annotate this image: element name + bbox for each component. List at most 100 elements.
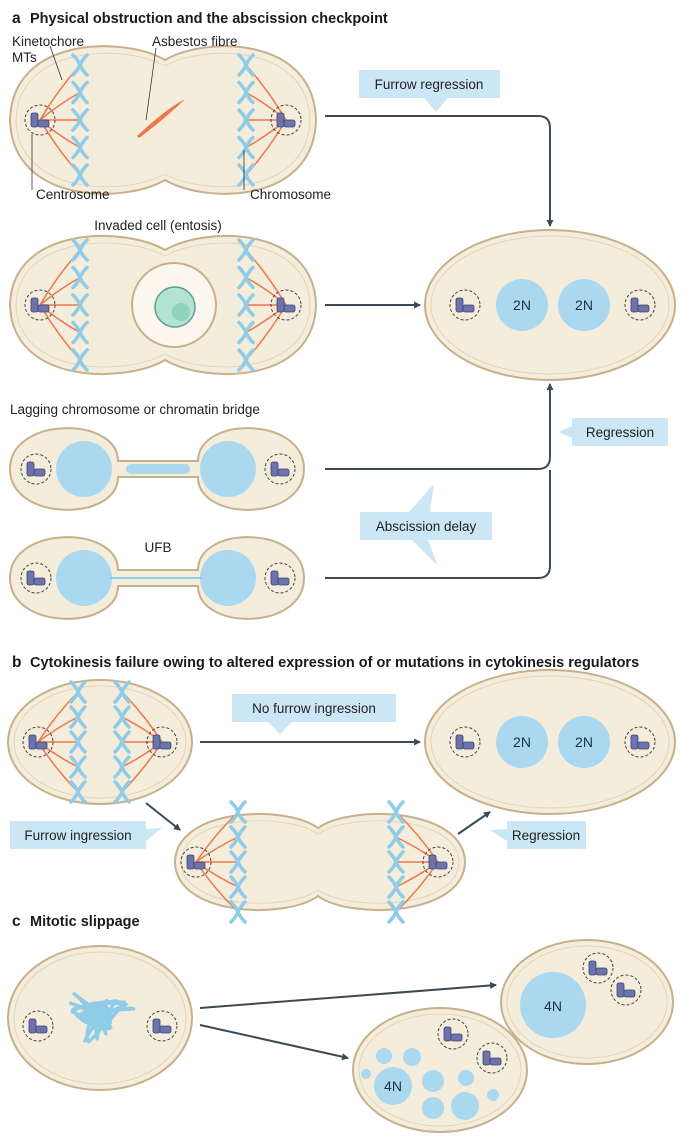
chromosome <box>69 780 87 804</box>
centrosome-right <box>264 453 296 485</box>
condensed-chromosome-mass <box>69 992 136 1044</box>
chromosome <box>229 900 247 924</box>
microtubule <box>39 91 81 121</box>
centriole <box>462 304 475 313</box>
daughter-nucleus-right <box>200 550 256 606</box>
cell-outline-inner <box>506 945 668 1059</box>
centrosome-top <box>437 1018 469 1050</box>
centrosome-halo <box>437 1018 469 1050</box>
ploidy-label: 2N <box>575 734 593 750</box>
centrosome-halo <box>624 726 656 758</box>
panel-c-title: Mitotic slippage <box>30 914 140 930</box>
centrosome-halo <box>180 846 212 878</box>
microtubule <box>39 276 81 306</box>
centriole <box>588 960 597 976</box>
chromosome <box>237 80 255 105</box>
centriole <box>159 741 172 750</box>
chromosome <box>237 293 255 317</box>
chromosome <box>387 800 405 824</box>
cell-outline-inner <box>430 675 670 809</box>
centriole <box>30 112 39 128</box>
chromosome <box>237 53 255 77</box>
centrosome-bottom <box>476 1042 508 1074</box>
chromosome <box>69 705 87 729</box>
chromosome <box>229 800 247 824</box>
centriole <box>30 297 39 313</box>
mitotic-cell-b <box>7 679 193 805</box>
arrow-furrow-regression <box>325 115 554 228</box>
panel-b-letter: b <box>12 654 21 671</box>
chromosome <box>69 730 87 754</box>
centriole <box>26 570 35 586</box>
chromosome <box>71 80 89 105</box>
microtubule <box>37 716 79 743</box>
centrosome-halo <box>146 726 178 758</box>
centriole <box>489 1057 502 1066</box>
callout-regression-b: Regression <box>490 821 586 849</box>
arrow-lagging <box>325 382 554 470</box>
centriole <box>276 297 285 313</box>
centriole <box>277 468 290 477</box>
centrosome-halo <box>24 104 56 136</box>
chromosome <box>113 780 131 804</box>
chromosome <box>237 238 255 262</box>
spindle-right <box>237 238 302 372</box>
chromosome-strand <box>72 992 105 1018</box>
daughter-nucleus-left <box>56 441 112 497</box>
centrosome-right <box>624 289 656 321</box>
chromatin-bridge <box>126 464 190 474</box>
callout-text: Regression <box>586 425 654 440</box>
micronucleus <box>422 1097 444 1119</box>
callout-text: Furrow ingression <box>24 828 131 843</box>
centrosome-halo <box>20 453 52 485</box>
callout-furrow-ingression: Furrow ingression <box>10 821 162 849</box>
panel-a-title: Physical obstruction and the abscission … <box>30 11 388 27</box>
cell-outline <box>424 229 676 381</box>
label-invaded-cell: Invaded cell (entosis) <box>94 218 222 233</box>
chromosome <box>71 293 89 317</box>
arrow-ufb <box>325 470 551 579</box>
leader-line-asbestos <box>145 47 157 121</box>
centrosome-halo <box>270 289 302 321</box>
centriole <box>35 741 48 750</box>
centriole <box>482 1050 491 1066</box>
chromosome <box>69 755 87 779</box>
centrosome-halo <box>449 289 481 321</box>
centrosome-halo <box>624 289 656 321</box>
mitotic-cell-c <box>7 945 193 1091</box>
cell-outline-inner <box>13 951 187 1085</box>
label-mts: MTs <box>12 50 37 65</box>
centriole <box>33 468 46 477</box>
centrosome-halo <box>422 846 454 878</box>
centriole <box>37 304 50 313</box>
centrosome-halo <box>146 1010 178 1042</box>
centrosome-bottom <box>610 974 642 1006</box>
micronucleus <box>403 1048 421 1066</box>
chromosome <box>71 53 89 77</box>
cell-outline-inner <box>358 1013 522 1127</box>
chromosome <box>237 135 255 160</box>
centriole <box>270 570 279 586</box>
chromosome <box>237 348 255 372</box>
dividing-cell-entosis <box>8 235 318 375</box>
chromosome <box>113 680 131 704</box>
centriole <box>637 741 650 750</box>
spindle-left <box>24 238 89 372</box>
centriole <box>283 304 296 313</box>
centriole <box>630 297 639 313</box>
chromosome-strand <box>93 1006 136 1020</box>
chromosome <box>71 108 89 132</box>
chromosome <box>229 875 247 899</box>
nucleus-4n <box>520 972 586 1038</box>
centriole <box>428 854 437 870</box>
centrosome-left <box>22 1010 54 1042</box>
centriole <box>462 741 475 750</box>
centrosome-left <box>449 726 481 758</box>
micronucleus <box>361 1069 371 1079</box>
centriole <box>443 1026 452 1042</box>
chromosome <box>229 850 247 874</box>
centriole <box>450 1033 463 1042</box>
centriole <box>28 734 37 750</box>
tetraploid-cell: 4N <box>500 939 674 1065</box>
